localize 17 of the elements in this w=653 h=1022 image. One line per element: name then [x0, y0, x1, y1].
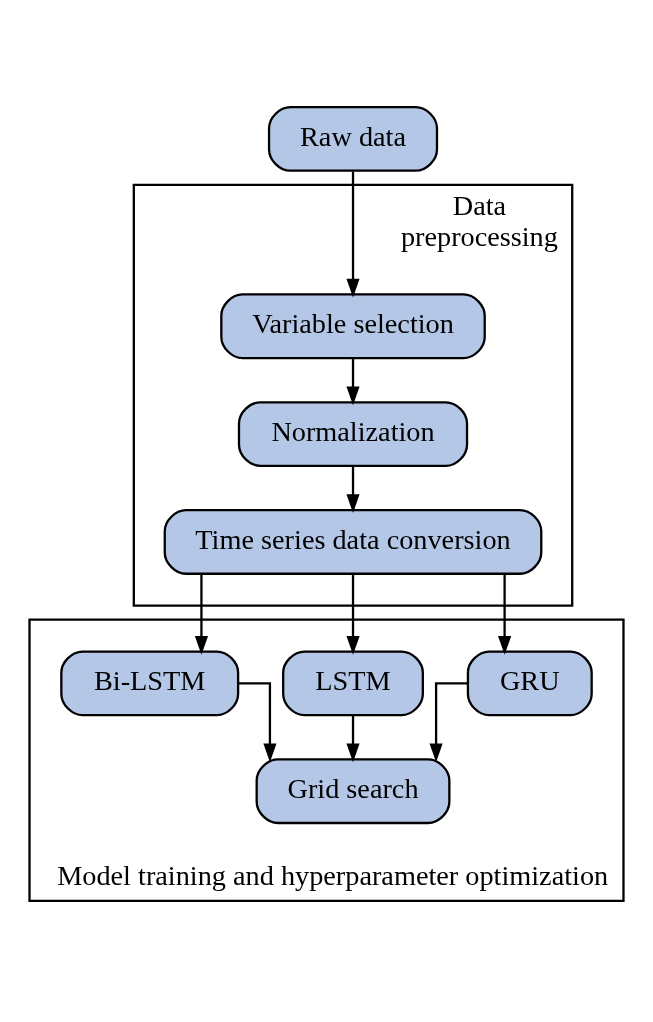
- arrow: [346, 715, 360, 763]
- node-box: Grid search: [255, 758, 451, 825]
- arrow: [346, 358, 360, 406]
- arrow: [346, 466, 360, 514]
- node-box: Normalization: [237, 401, 469, 468]
- arrow: [238, 682, 277, 763]
- node-box: Bi-LSTM: [60, 650, 240, 717]
- node-box: GRU: [466, 650, 593, 717]
- node-box: LSTM: [282, 650, 424, 717]
- node-box: Variable selection: [220, 293, 486, 360]
- arrow: [498, 574, 512, 655]
- arrow: [346, 171, 360, 298]
- node-box: Raw data: [267, 105, 439, 172]
- arrow: [194, 574, 208, 655]
- arrow: [429, 682, 468, 763]
- node-box: Time series data conversion: [163, 508, 543, 575]
- arrow: [346, 574, 360, 655]
